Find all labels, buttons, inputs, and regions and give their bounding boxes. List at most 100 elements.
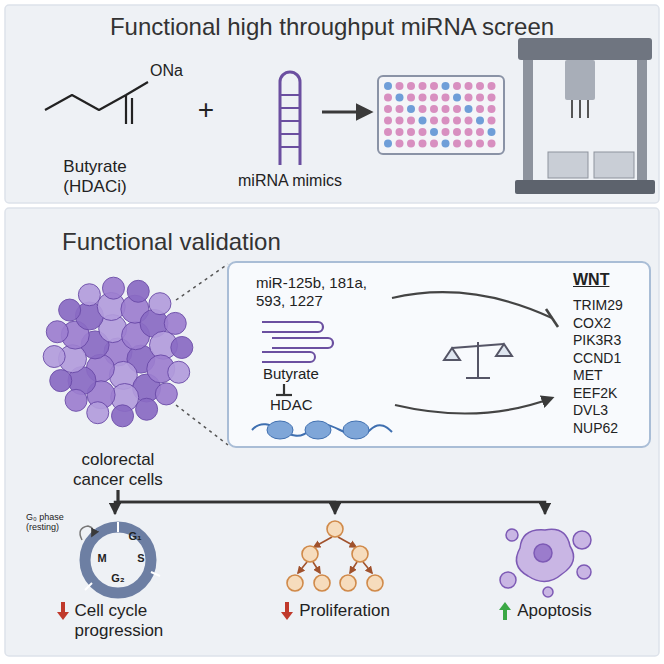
illustration-part <box>577 565 591 579</box>
gene-name: MET <box>573 367 643 384</box>
illustration-part <box>419 128 427 136</box>
illustration-part <box>430 117 438 125</box>
gene-name: TRIM29 <box>573 297 643 314</box>
validation-panel: colorectal cancer cellsmiR-125b, 181a, 5… <box>5 208 659 656</box>
panel-title: Functional validation <box>62 228 659 256</box>
illustration-part <box>453 82 461 90</box>
trend-arrow-shape <box>499 602 511 620</box>
inhibit-curve <box>392 292 552 318</box>
illustration-part <box>465 117 473 125</box>
illustration-part <box>280 72 300 165</box>
illustration-part <box>579 100 581 118</box>
illustration-part <box>352 546 368 562</box>
node-label: Apoptosis <box>517 601 592 621</box>
illustration-part <box>338 537 356 547</box>
illustration-part <box>442 140 450 148</box>
illustration-part <box>384 94 392 102</box>
illustration-part <box>488 117 496 125</box>
mirna-mimics-small <box>262 322 333 362</box>
illustration-part <box>476 128 484 136</box>
illustration-part <box>276 394 292 396</box>
trend-arrow-shape <box>281 602 293 620</box>
outcome-row: Proliferation <box>260 601 410 621</box>
zoom-line <box>176 264 228 300</box>
illustration-part <box>280 120 300 122</box>
illustration-part <box>534 544 552 562</box>
inhibition-mark <box>276 384 292 395</box>
illustration-part <box>442 105 450 113</box>
trend-arrow-shape <box>57 602 69 620</box>
zoom-line <box>176 405 228 445</box>
illustration-part <box>343 421 369 439</box>
illustration-label: ONa <box>150 62 190 80</box>
trend-arrow <box>56 601 70 621</box>
illustration-part <box>112 405 134 427</box>
illustration-label: Butyrate (HDACi) <box>35 157 155 196</box>
illustration-part <box>50 370 72 392</box>
illustration-part <box>164 312 186 334</box>
illustration-part <box>136 398 158 420</box>
illustration-part <box>523 60 533 182</box>
phase-label: G₀ phase (resting) <box>26 512 82 533</box>
illustration-part <box>287 521 383 591</box>
illustration-part <box>287 575 303 591</box>
illustration-part <box>419 140 427 148</box>
illustration-part <box>419 82 427 90</box>
node-fill <box>5 5 659 203</box>
illustration-part <box>384 140 392 148</box>
illustration-part <box>396 94 404 102</box>
mirna-hairpin <box>280 72 300 165</box>
illustration-label: miRNA mimics <box>235 172 345 190</box>
phase-label: G₁ <box>126 530 144 543</box>
illustration-part <box>407 117 415 125</box>
well-plate <box>378 76 504 154</box>
outcome-row: Cell cycle progression <box>30 601 200 641</box>
illustration-part <box>151 572 160 576</box>
illustration-part <box>476 94 484 102</box>
illustration-part <box>396 117 404 125</box>
illustration-part <box>430 105 438 113</box>
illustration-part <box>314 537 332 547</box>
illustration-part <box>313 562 320 573</box>
butyrate-structure <box>45 82 148 124</box>
illustration-part <box>87 402 109 424</box>
outcome-row: Apoptosis <box>465 601 625 621</box>
illustration-part <box>298 562 307 573</box>
illustration-part <box>488 82 496 90</box>
illustration-part <box>262 352 315 362</box>
illustration-part <box>516 529 573 581</box>
illustration-part <box>396 82 404 90</box>
phase-label: M <box>95 552 109 565</box>
activate-curve <box>395 398 552 414</box>
illustration-part <box>573 531 591 549</box>
illustration-part <box>280 133 300 135</box>
illustration-part <box>430 128 438 136</box>
illustration-part <box>384 82 392 90</box>
illustration-part <box>314 575 330 591</box>
illustration-part <box>363 562 372 573</box>
illustration-part <box>442 94 450 102</box>
illustration-part <box>419 105 427 113</box>
illustration-part <box>430 82 438 90</box>
illustration-part <box>500 572 516 588</box>
illustration-part <box>488 94 496 102</box>
illustration-part <box>396 140 404 148</box>
illustration-part <box>466 377 490 379</box>
illustration-part <box>78 284 100 306</box>
node-label: Cell cycle progression <box>75 601 175 641</box>
trend-arrow <box>498 601 512 621</box>
nucleosomes <box>252 421 392 439</box>
illustration-part <box>384 117 392 125</box>
illustration-part <box>65 389 87 411</box>
branch-connector <box>118 490 545 514</box>
node-label: colorectal cancer cells <box>62 450 174 490</box>
gene-name: PIK3R3 <box>573 332 643 349</box>
illustration-part <box>280 146 300 148</box>
phase-label: S <box>134 552 148 565</box>
illustration-part <box>465 105 473 113</box>
illustration-part <box>384 82 496 148</box>
cancer-cells: colorectal cancer cells <box>30 268 206 490</box>
